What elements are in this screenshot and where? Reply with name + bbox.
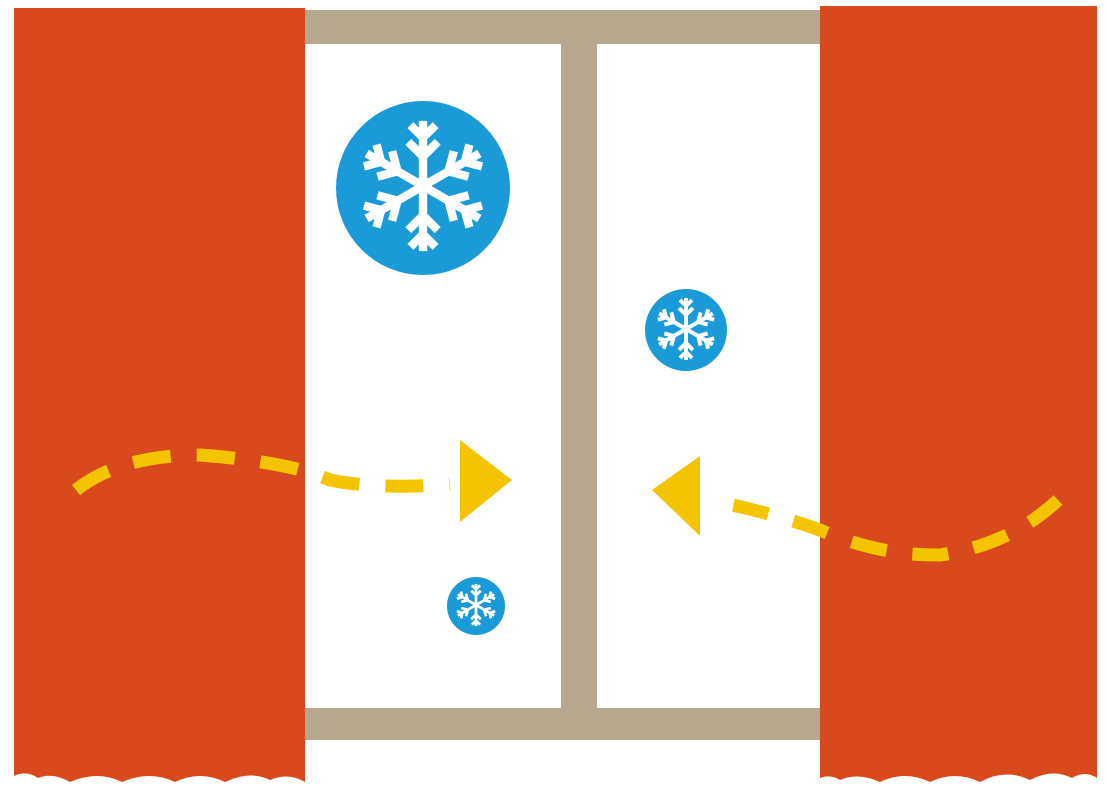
snowflake-medium-icon (645, 289, 727, 371)
window (280, 10, 840, 740)
curtain-left (14, 8, 305, 782)
snowflake-small-icon (447, 577, 505, 635)
snowflake-large-icon (336, 101, 510, 275)
curtain-right (820, 6, 1097, 782)
window-pane-right (597, 44, 840, 708)
